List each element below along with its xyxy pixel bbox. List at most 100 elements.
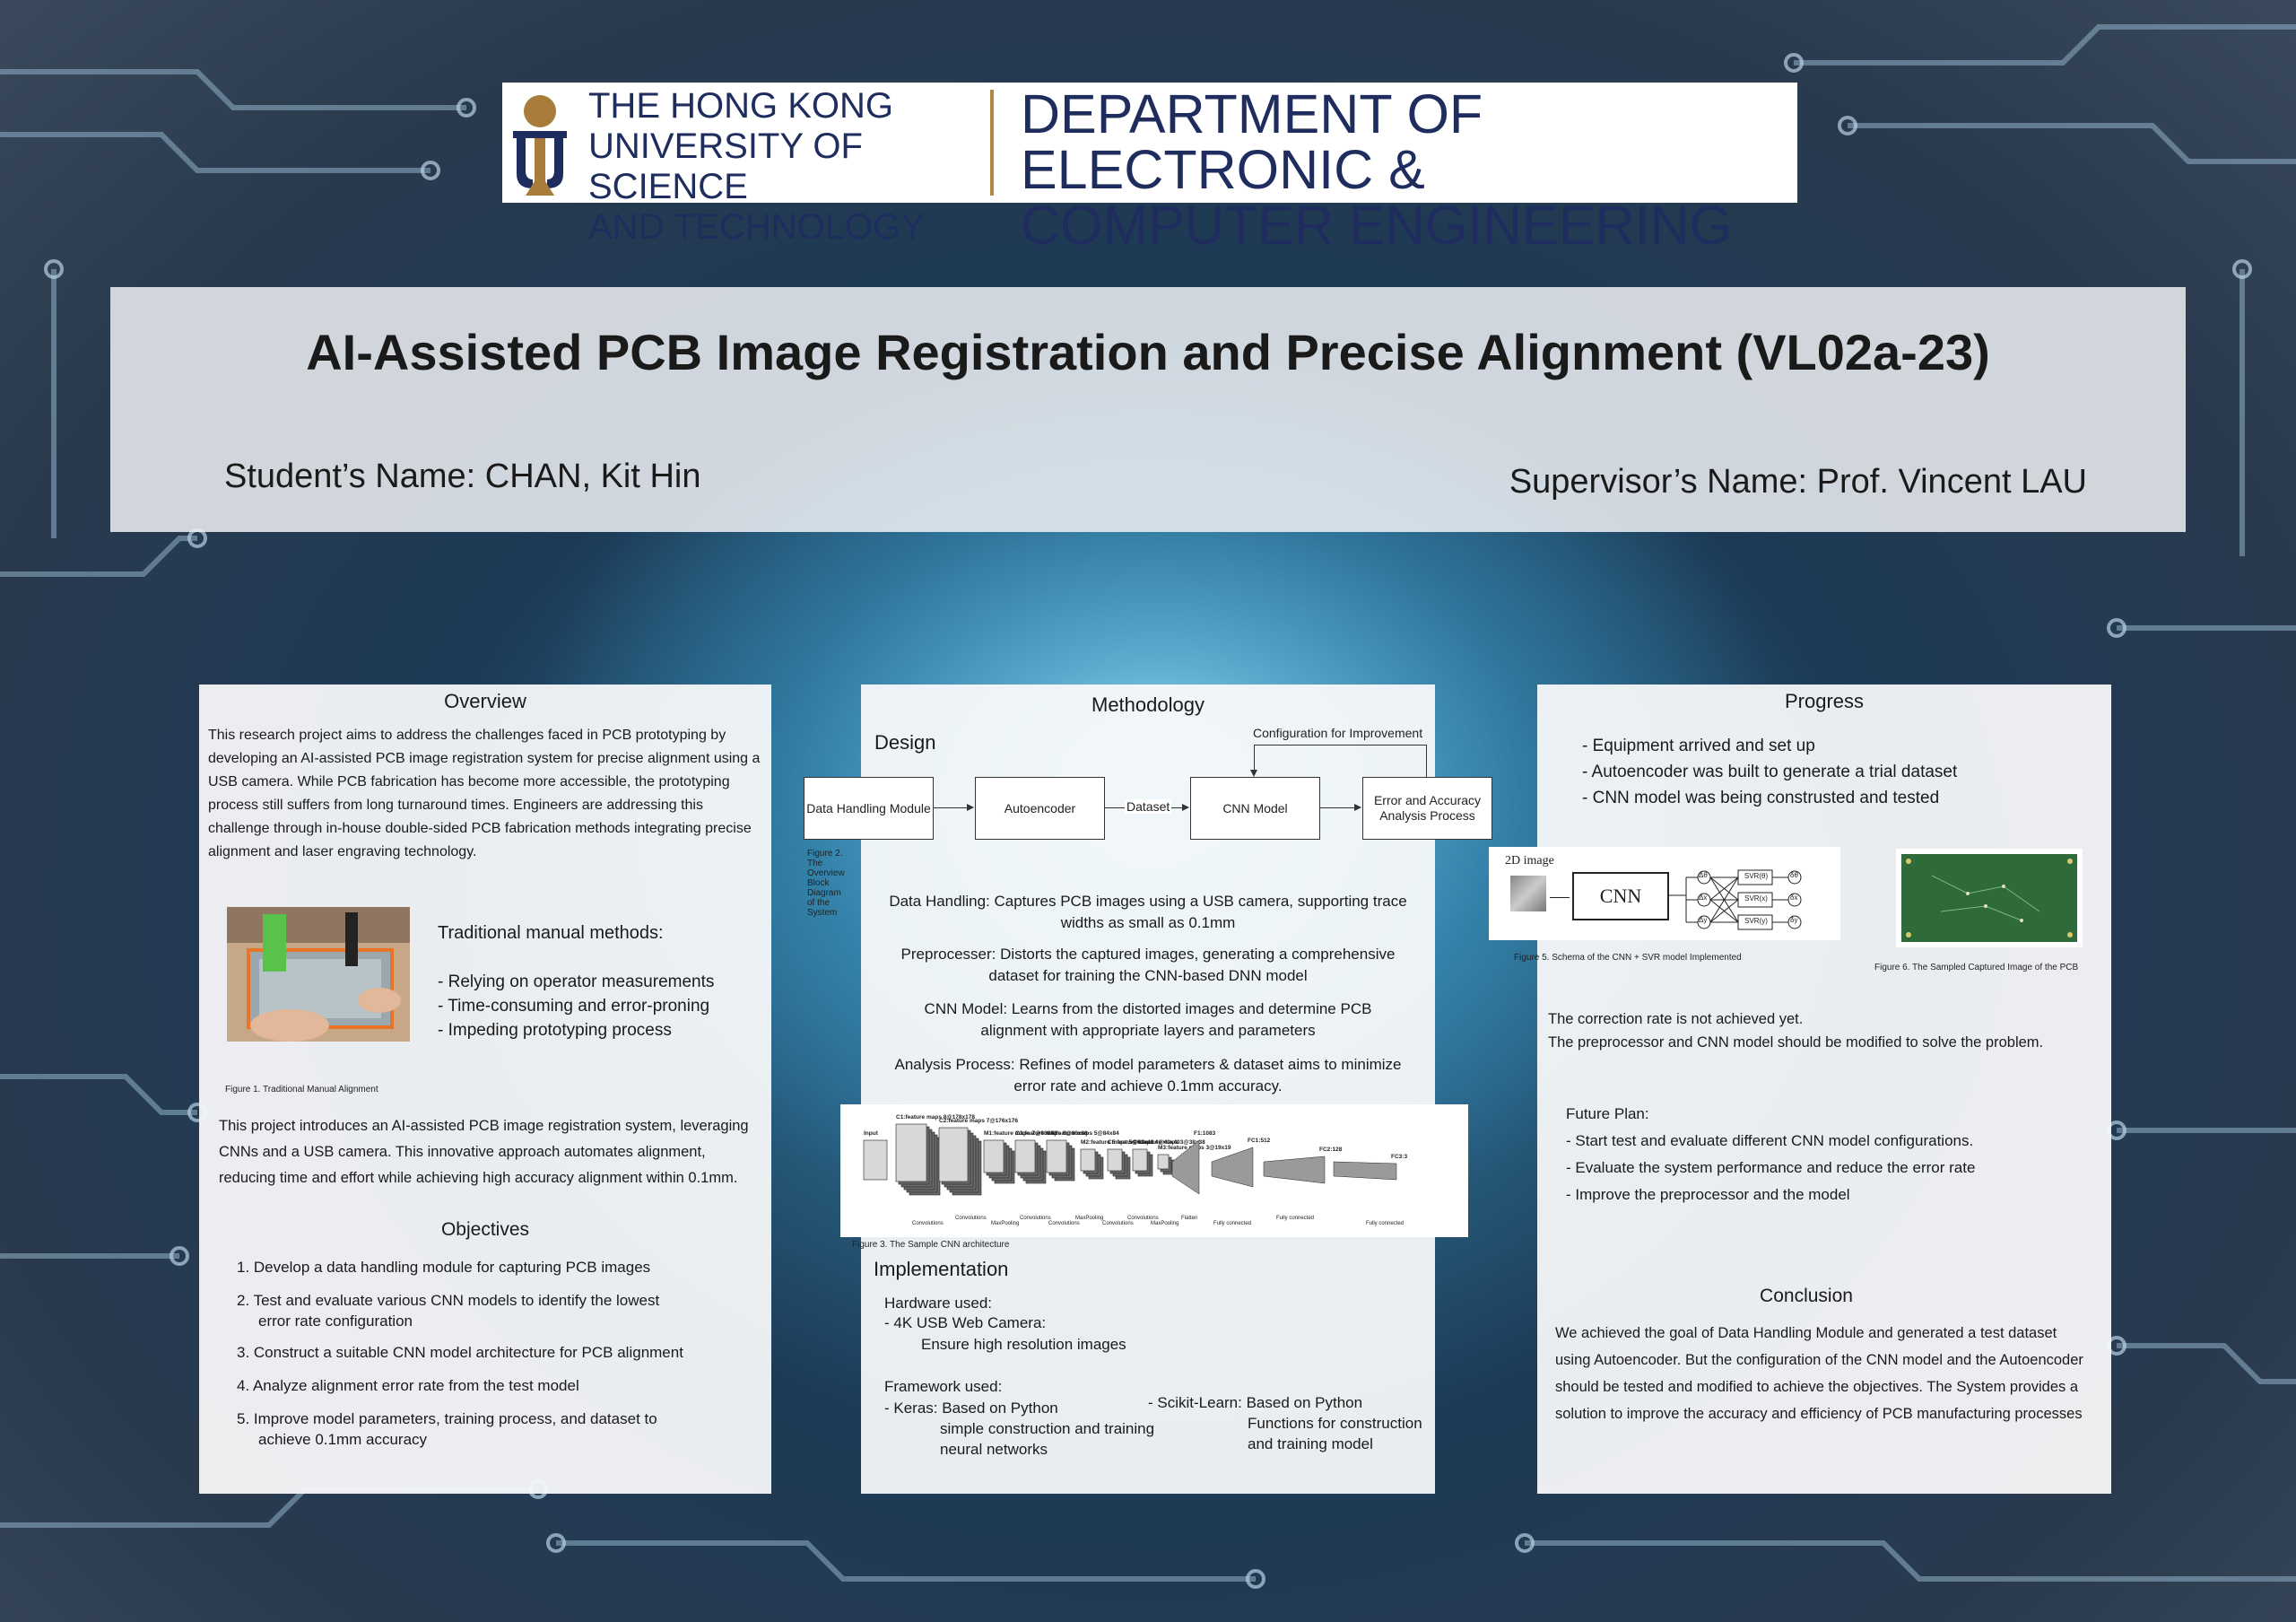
autoencoder-block: Autoencoder	[975, 777, 1105, 840]
figure5-cnn-svr-schema: 2D image CNN Δθ Δx Δy SVR(θ) SVR(x) SVR(…	[1489, 847, 1840, 940]
supervisor-name: Supervisor’s Name: Prof. Vincent LAU	[1509, 463, 2087, 501]
design-label: Design	[874, 731, 936, 754]
poster-title: AI-Assisted PCB Image Registration and P…	[306, 324, 1990, 380]
objective-item: 3. Construct a suitable CNN model archit…	[237, 1344, 683, 1361]
cnn-operation-label: Fully connected	[1276, 1216, 1314, 1221]
university-name-line1: THE HONG KONG	[588, 86, 894, 126]
keras-line1: - Keras: Based on Python	[884, 1400, 1058, 1417]
schema-output-label: δy	[1790, 916, 1798, 924]
framework-label: Framework used:	[884, 1378, 1003, 1395]
cnn-operation-label: Fully connected	[1366, 1221, 1404, 1226]
cnn-operation-label: MaxPooling	[991, 1221, 1019, 1226]
cnn-layer-label: C6:feature maps 3@38x38	[1133, 1139, 1205, 1146]
cnn-operation-label: Fully connected	[1213, 1221, 1251, 1226]
cnn-feature-map	[895, 1123, 927, 1182]
cnn-layer-label: C2:feature maps 7@176x176	[939, 1118, 1018, 1124]
analysis-desc-line2: error rate and achieve 0.1mm accuracy.	[1013, 1077, 1283, 1094]
keras-framework: - Keras: Based on Python simple construc…	[884, 1398, 1154, 1460]
project-introduction: This project introduces an AI-assisted P…	[219, 1118, 749, 1186]
traditional-item: - Time-consuming and error-proning	[438, 997, 710, 1016]
schema-svr-label: SVR(y)	[1744, 917, 1768, 925]
future-item: - Start test and evaluate different CNN …	[1566, 1132, 1974, 1149]
preprocessor-desc-line2: dataset for training the CNN-based DNN m…	[988, 967, 1308, 984]
cnn-model-desc-line1: CNN Model: Learns from the distorted ima…	[924, 1000, 1372, 1017]
objectives-list: 1. Develop a data handling module for ca…	[237, 1257, 766, 1450]
traditional-methods-title: Traditional manual methods:	[438, 923, 664, 943]
cnn-layer-label: C1:feature maps 8@178x178	[896, 1114, 975, 1121]
cnn-feature-map	[1014, 1139, 1036, 1173]
schema-arrow	[1550, 897, 1570, 898]
cnn-feature-map	[1157, 1154, 1170, 1170]
cnn-layer-label: F1:1083	[1194, 1130, 1216, 1137]
department-name: DEPARTMENT OF ELECTRONIC & COMPUTER ENGI…	[1021, 86, 1792, 253]
sklearn-line1: - Scikit-Learn: Based on Python	[1148, 1394, 1363, 1411]
overview-heading: Overview	[444, 690, 526, 712]
methodology-panel: Methodology Design Configuration for Imp…	[861, 685, 1435, 1494]
cnn-operation-label: Convolutions	[1127, 1216, 1159, 1221]
cnn-feature-map	[1080, 1148, 1096, 1172]
sklearn-framework: - Scikit-Learn: Based on Python Function…	[1148, 1392, 1422, 1454]
schema-svr-label: SVR(x)	[1744, 894, 1768, 903]
schema-svr-label: SVR(θ)	[1744, 872, 1769, 880]
university-name: THE HONG KONG UNIVERSITY OF SCIENCE AND …	[588, 86, 983, 248]
hardware-item: - 4K USB Web Camera:	[884, 1314, 1047, 1331]
university-name-line3: AND TECHNOLOGY	[588, 207, 925, 247]
traditional-methods: Traditional manual methods: - Relying on…	[438, 921, 761, 1042]
keras-line2: simple construction and training	[940, 1420, 1155, 1437]
progress-item: - CNN model was being construsted and te…	[1582, 789, 1940, 807]
figure1-caption: Figure 1. Traditional Manual Alignment	[225, 1085, 378, 1094]
cnn-feature-map	[983, 1139, 1004, 1173]
keras-line3: neural networks	[940, 1441, 1048, 1458]
cnn-layer-label: C3:feature maps 6@86x86	[1015, 1130, 1088, 1137]
feedback-arrow-down	[1254, 745, 1255, 775]
overview-panel: Overview This research project aims to a…	[199, 685, 771, 1494]
implementation-heading: Implementation	[874, 1258, 1009, 1280]
analysis-desc-line1: Analysis Process: Refines of model param…	[894, 1056, 1402, 1073]
cnn-layer-label: Input	[864, 1130, 879, 1137]
methodology-descriptions: Data Handling: Captures PCB images using…	[861, 891, 1435, 1097]
future-item: - Evaluate the system performance and re…	[1566, 1159, 1976, 1176]
hardware-label: Hardware used:	[884, 1295, 993, 1312]
sklearn-line3: and training model	[1248, 1435, 1373, 1452]
cnn-layer-label: C4:feature maps 5@84x84	[1047, 1130, 1119, 1137]
cnn-feature-map	[1107, 1148, 1123, 1172]
hardware-detail: Ensure high resolution images	[921, 1336, 1126, 1353]
schema-input-label: 2D image	[1505, 854, 1554, 868]
schema-output-label: δθ	[1790, 871, 1798, 879]
cnn-operation-label: Convolutions	[955, 1216, 987, 1221]
future-item: - Improve the preprocessor and the model	[1566, 1186, 1850, 1203]
progress-item: - Equipment arrived and set up	[1582, 737, 1815, 755]
traditional-item: - Relying on operator measurements	[438, 972, 715, 991]
figure3-caption: Figure 3. The Sample CNN architecture	[852, 1240, 1010, 1250]
schema-output-label: δx	[1790, 894, 1798, 902]
future-plan-title: Future Plan:	[1566, 1105, 1649, 1122]
error-analysis-block: Error and Accuracy Analysis Process	[1362, 777, 1492, 840]
result-line2: The preprocessor and CNN model should be…	[1548, 1034, 2044, 1051]
feedback-line	[1426, 745, 1427, 777]
progress-heading: Progress	[1784, 690, 1865, 712]
cnn-layer-label: M2:feature maps 5@42x42	[1081, 1139, 1154, 1146]
objective-item-continued: achieve 0.1mm accuracy	[258, 1431, 428, 1448]
configuration-label: Configuration for Improvement	[1253, 726, 1423, 740]
schema-delta-label: Δy	[1699, 916, 1708, 924]
cnn-model-desc-line2: alignment with appropriate layers and pa…	[980, 1022, 1316, 1039]
cnn-architecture-drawing: Input C1:feature maps 8@178x178C2:feature…	[863, 1114, 1407, 1226]
hkust-emblem-icon	[513, 95, 567, 196]
cnn-model-block: CNN Model	[1190, 777, 1320, 840]
cnn-dense-connection	[1333, 1161, 1397, 1181]
future-plan: Future Plan: - Start test and evaluate d…	[1566, 1101, 1975, 1208]
cnn-layer-label: FC1:512	[1248, 1138, 1271, 1144]
cnn-operation-label: Convolutions	[912, 1221, 944, 1226]
department-name-line1: DEPARTMENT OF ELECTRONIC &	[1021, 83, 1483, 200]
conclusion-heading: Conclusion	[1760, 1286, 1853, 1306]
overview-intro: This research project aims to address th…	[208, 728, 761, 859]
cnn-dense-connection	[1211, 1147, 1254, 1188]
cnn-operation-label: Convolutions	[1020, 1216, 1051, 1221]
arrow-to-analysis	[1319, 804, 1361, 811]
progress-item: - Autoencoder was built to generate a tr…	[1582, 763, 1958, 781]
cnn-feature-map	[863, 1139, 888, 1181]
figure2-caption: Figure 2. The Overview Block Diagram of …	[807, 849, 845, 918]
university-logo-bar: THE HONG KONG UNIVERSITY OF SCIENCE AND …	[502, 83, 1797, 253]
figure1-manual-alignment-photo	[227, 907, 410, 1042]
